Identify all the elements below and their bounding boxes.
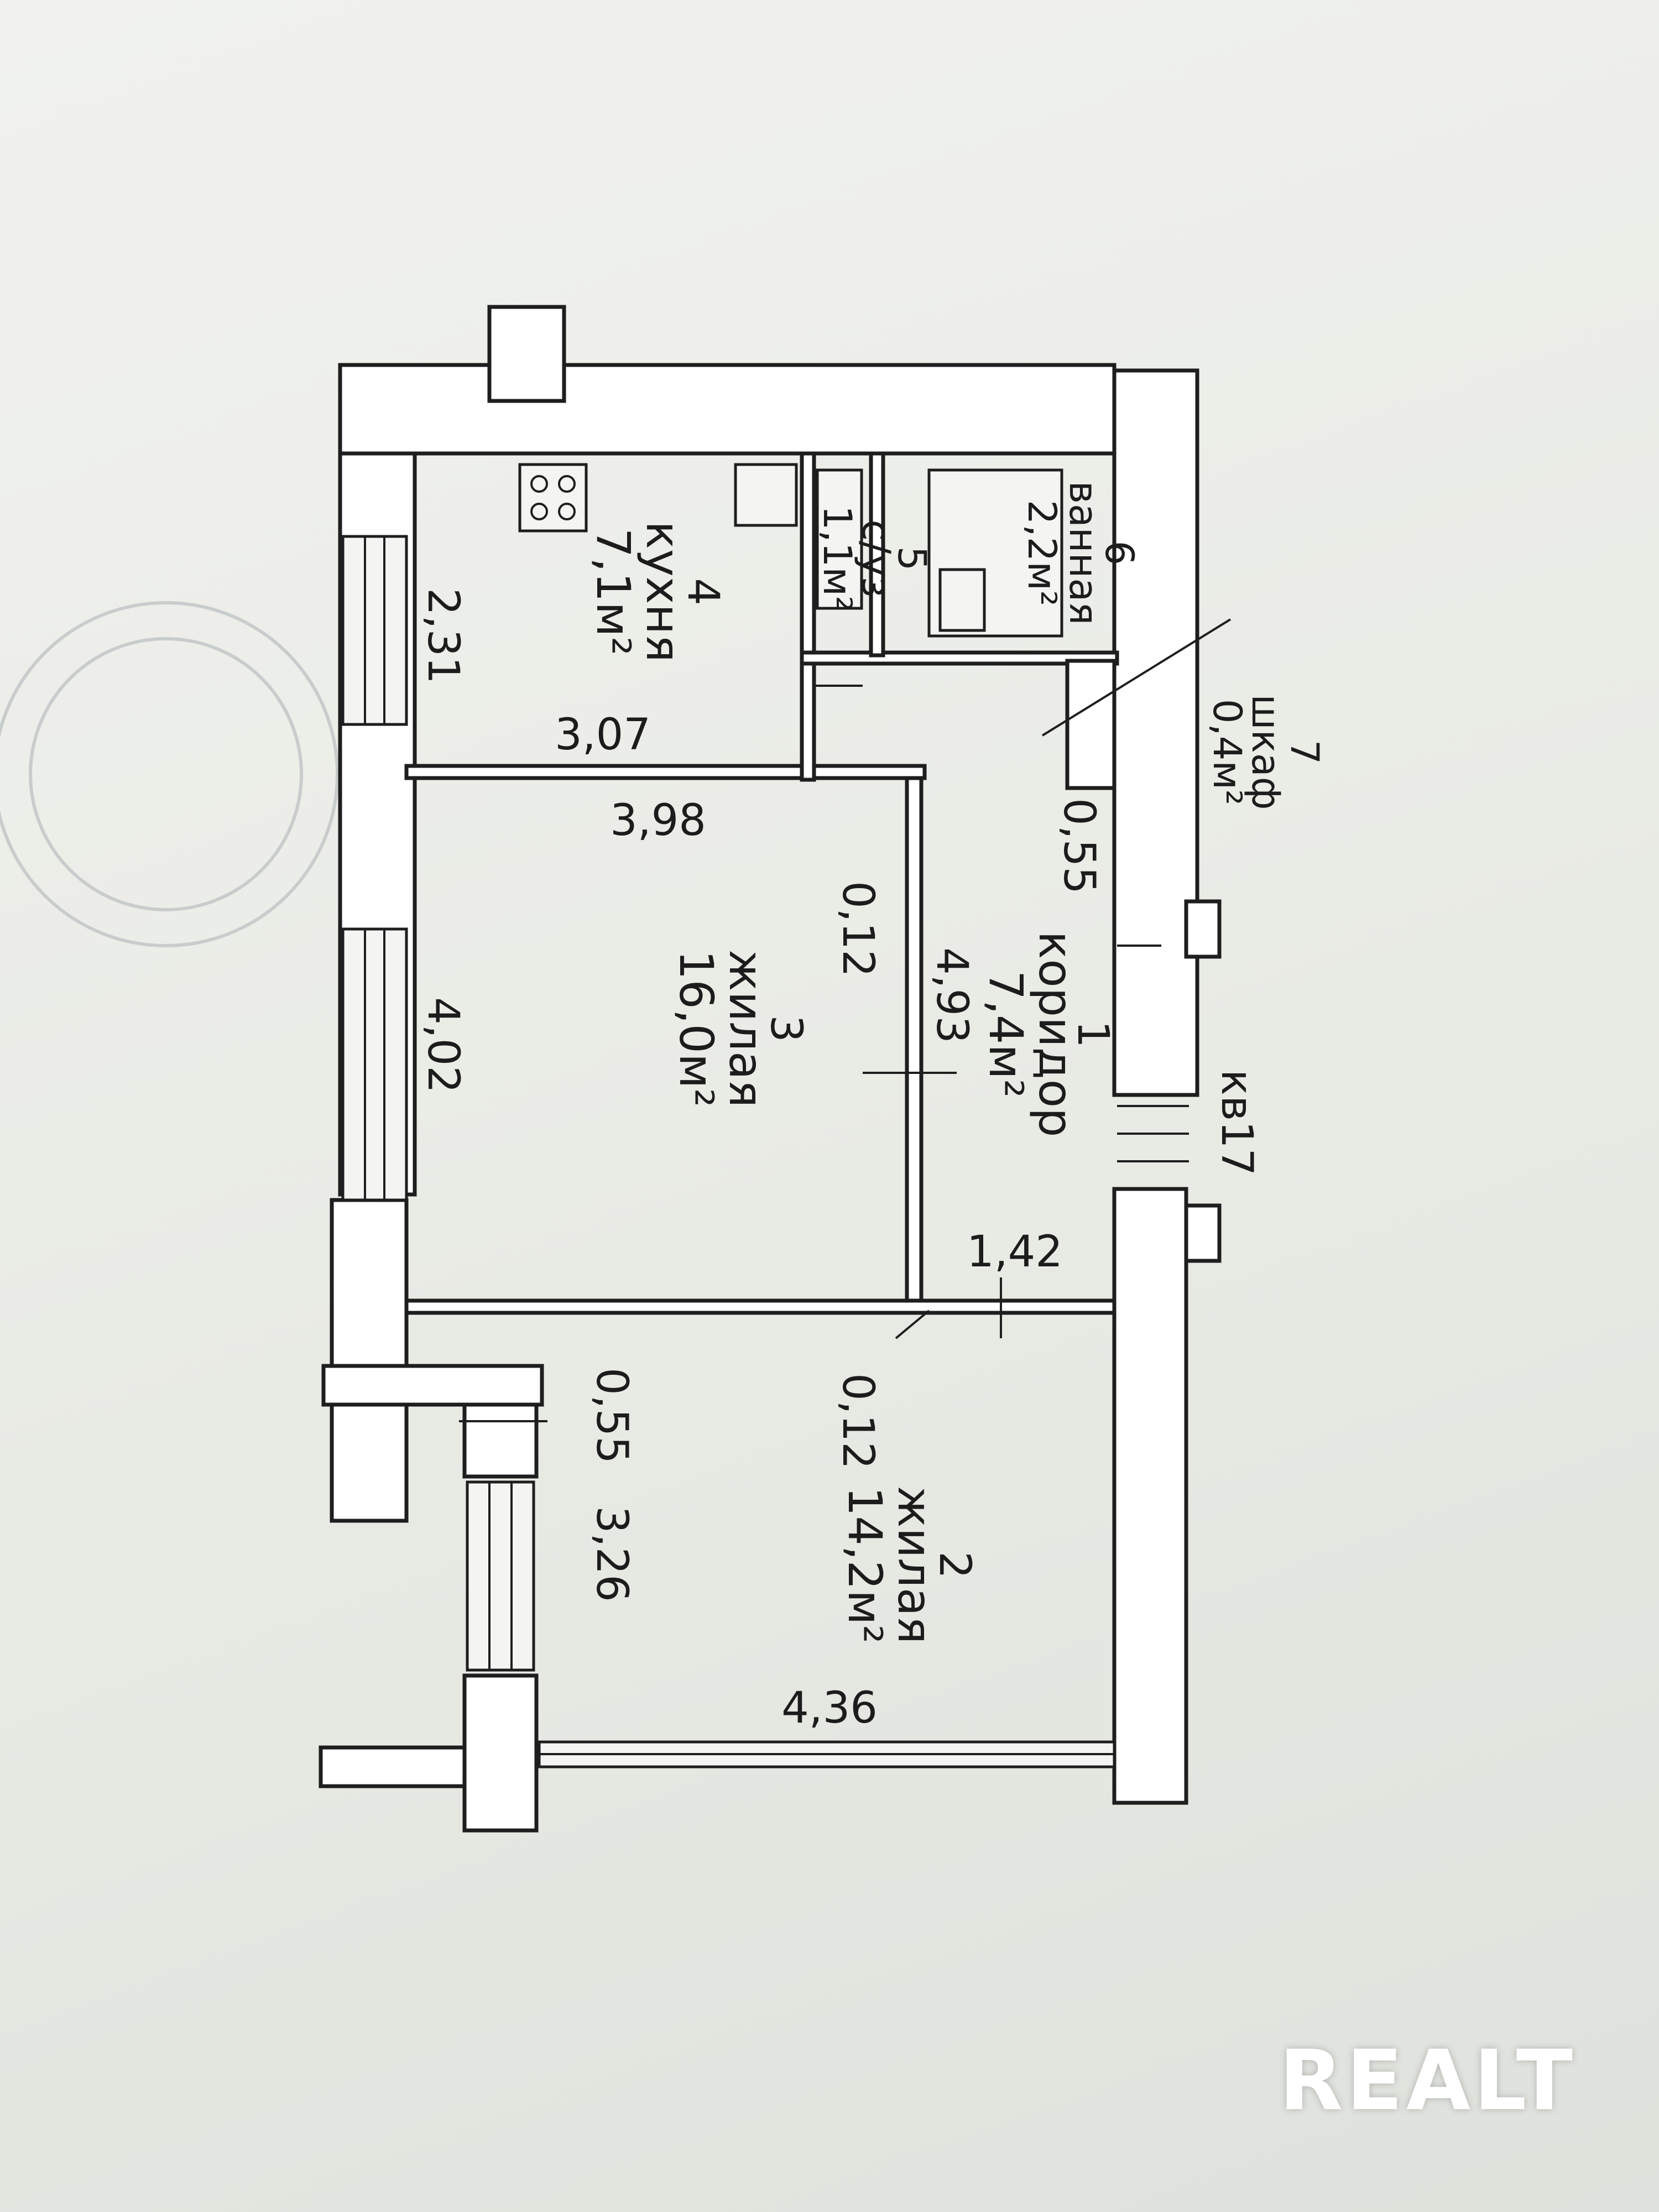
svg-text:3,98: 3,98 [610, 796, 706, 846]
room-2-label: 2 жилая 14,2м² [838, 1486, 979, 1644]
svg-text:1,1м²: 1,1м² [815, 505, 860, 612]
svg-text:7,1м²: 7,1м² [586, 528, 640, 656]
svg-text:7: 7 [1282, 740, 1327, 765]
room-3-label: 3 жилая 16,0м² [669, 950, 811, 1108]
room-1-label: 1 коридор 7,4м² [979, 931, 1118, 1138]
svg-text:0,55: 0,55 [587, 1368, 637, 1464]
svg-text:4: 4 [678, 578, 728, 606]
dimension-ticks [459, 618, 1232, 1422]
svg-text:1: 1 [1068, 1020, 1118, 1048]
toilet-icon [816, 468, 863, 610]
svg-text:кухня: кухня [636, 521, 690, 662]
svg-text:0,12: 0,12 [833, 881, 883, 977]
sink-icon [734, 463, 798, 527]
svg-text:4,36: 4,36 [781, 1683, 878, 1733]
svg-text:6: 6 [1097, 541, 1142, 566]
room-7-label: 7 шкаф 0,4м² [1204, 694, 1327, 810]
svg-text:7,4м²: 7,4м² [979, 971, 1033, 1098]
windows [341, 535, 1116, 1768]
svg-text:0,4м²: 0,4м² [1204, 699, 1250, 805]
washbasin-icon [938, 568, 986, 632]
svg-text:4,93: 4,93 [927, 947, 977, 1044]
svg-text:коридор: коридор [1029, 931, 1083, 1138]
svg-text:1,42: 1,42 [967, 1227, 1063, 1277]
interior-walls [404, 451, 1119, 1315]
exterior-walls [319, 305, 1222, 1833]
background-stamp [0, 601, 339, 947]
entrance-door [1117, 1105, 1189, 1162]
svg-text:ванная: ванная [1061, 481, 1106, 625]
svg-text:0,55: 0,55 [1054, 798, 1104, 894]
svg-text:14,2м²: 14,2м² [838, 1486, 892, 1644]
svg-text:жилая: жилая [888, 1486, 942, 1644]
fixtures [518, 463, 1063, 638]
svg-text:2: 2 [930, 1551, 979, 1579]
svg-text:3: 3 [761, 1015, 811, 1042]
svg-text:кв17: кв17 [1212, 1070, 1261, 1176]
svg-text:16,0м²: 16,0м² [669, 950, 723, 1107]
svg-text:2,31: 2,31 [418, 588, 468, 684]
room-4-label: 4 кухня 7,1м² [586, 521, 728, 662]
svg-text:5: 5 [889, 546, 935, 571]
svg-text:3,26: 3,26 [587, 1506, 637, 1602]
svg-text:шкаф: шкаф [1243, 694, 1288, 810]
room-5-label: 5 с/уз 1,1м² [815, 505, 935, 612]
svg-text:4,02: 4,02 [418, 997, 468, 1093]
dimension-labels: 3,07 2,31 3,98 4,02 0,12 4,93 0,55 1,42 … [418, 588, 1261, 1733]
svg-text:жилая: жилая [719, 950, 773, 1108]
svg-text:0,12: 0,12 [833, 1373, 883, 1469]
svg-text:2,2м²: 2,2м² [1019, 500, 1065, 606]
realt-watermark: REALT [1279, 2033, 1576, 2129]
svg-text:3,07: 3,07 [555, 710, 651, 760]
stove-icon [518, 463, 588, 533]
svg-text:с/уз: с/уз [853, 520, 899, 598]
room-6-label: 6 ванная 2,2м² [1019, 481, 1142, 625]
